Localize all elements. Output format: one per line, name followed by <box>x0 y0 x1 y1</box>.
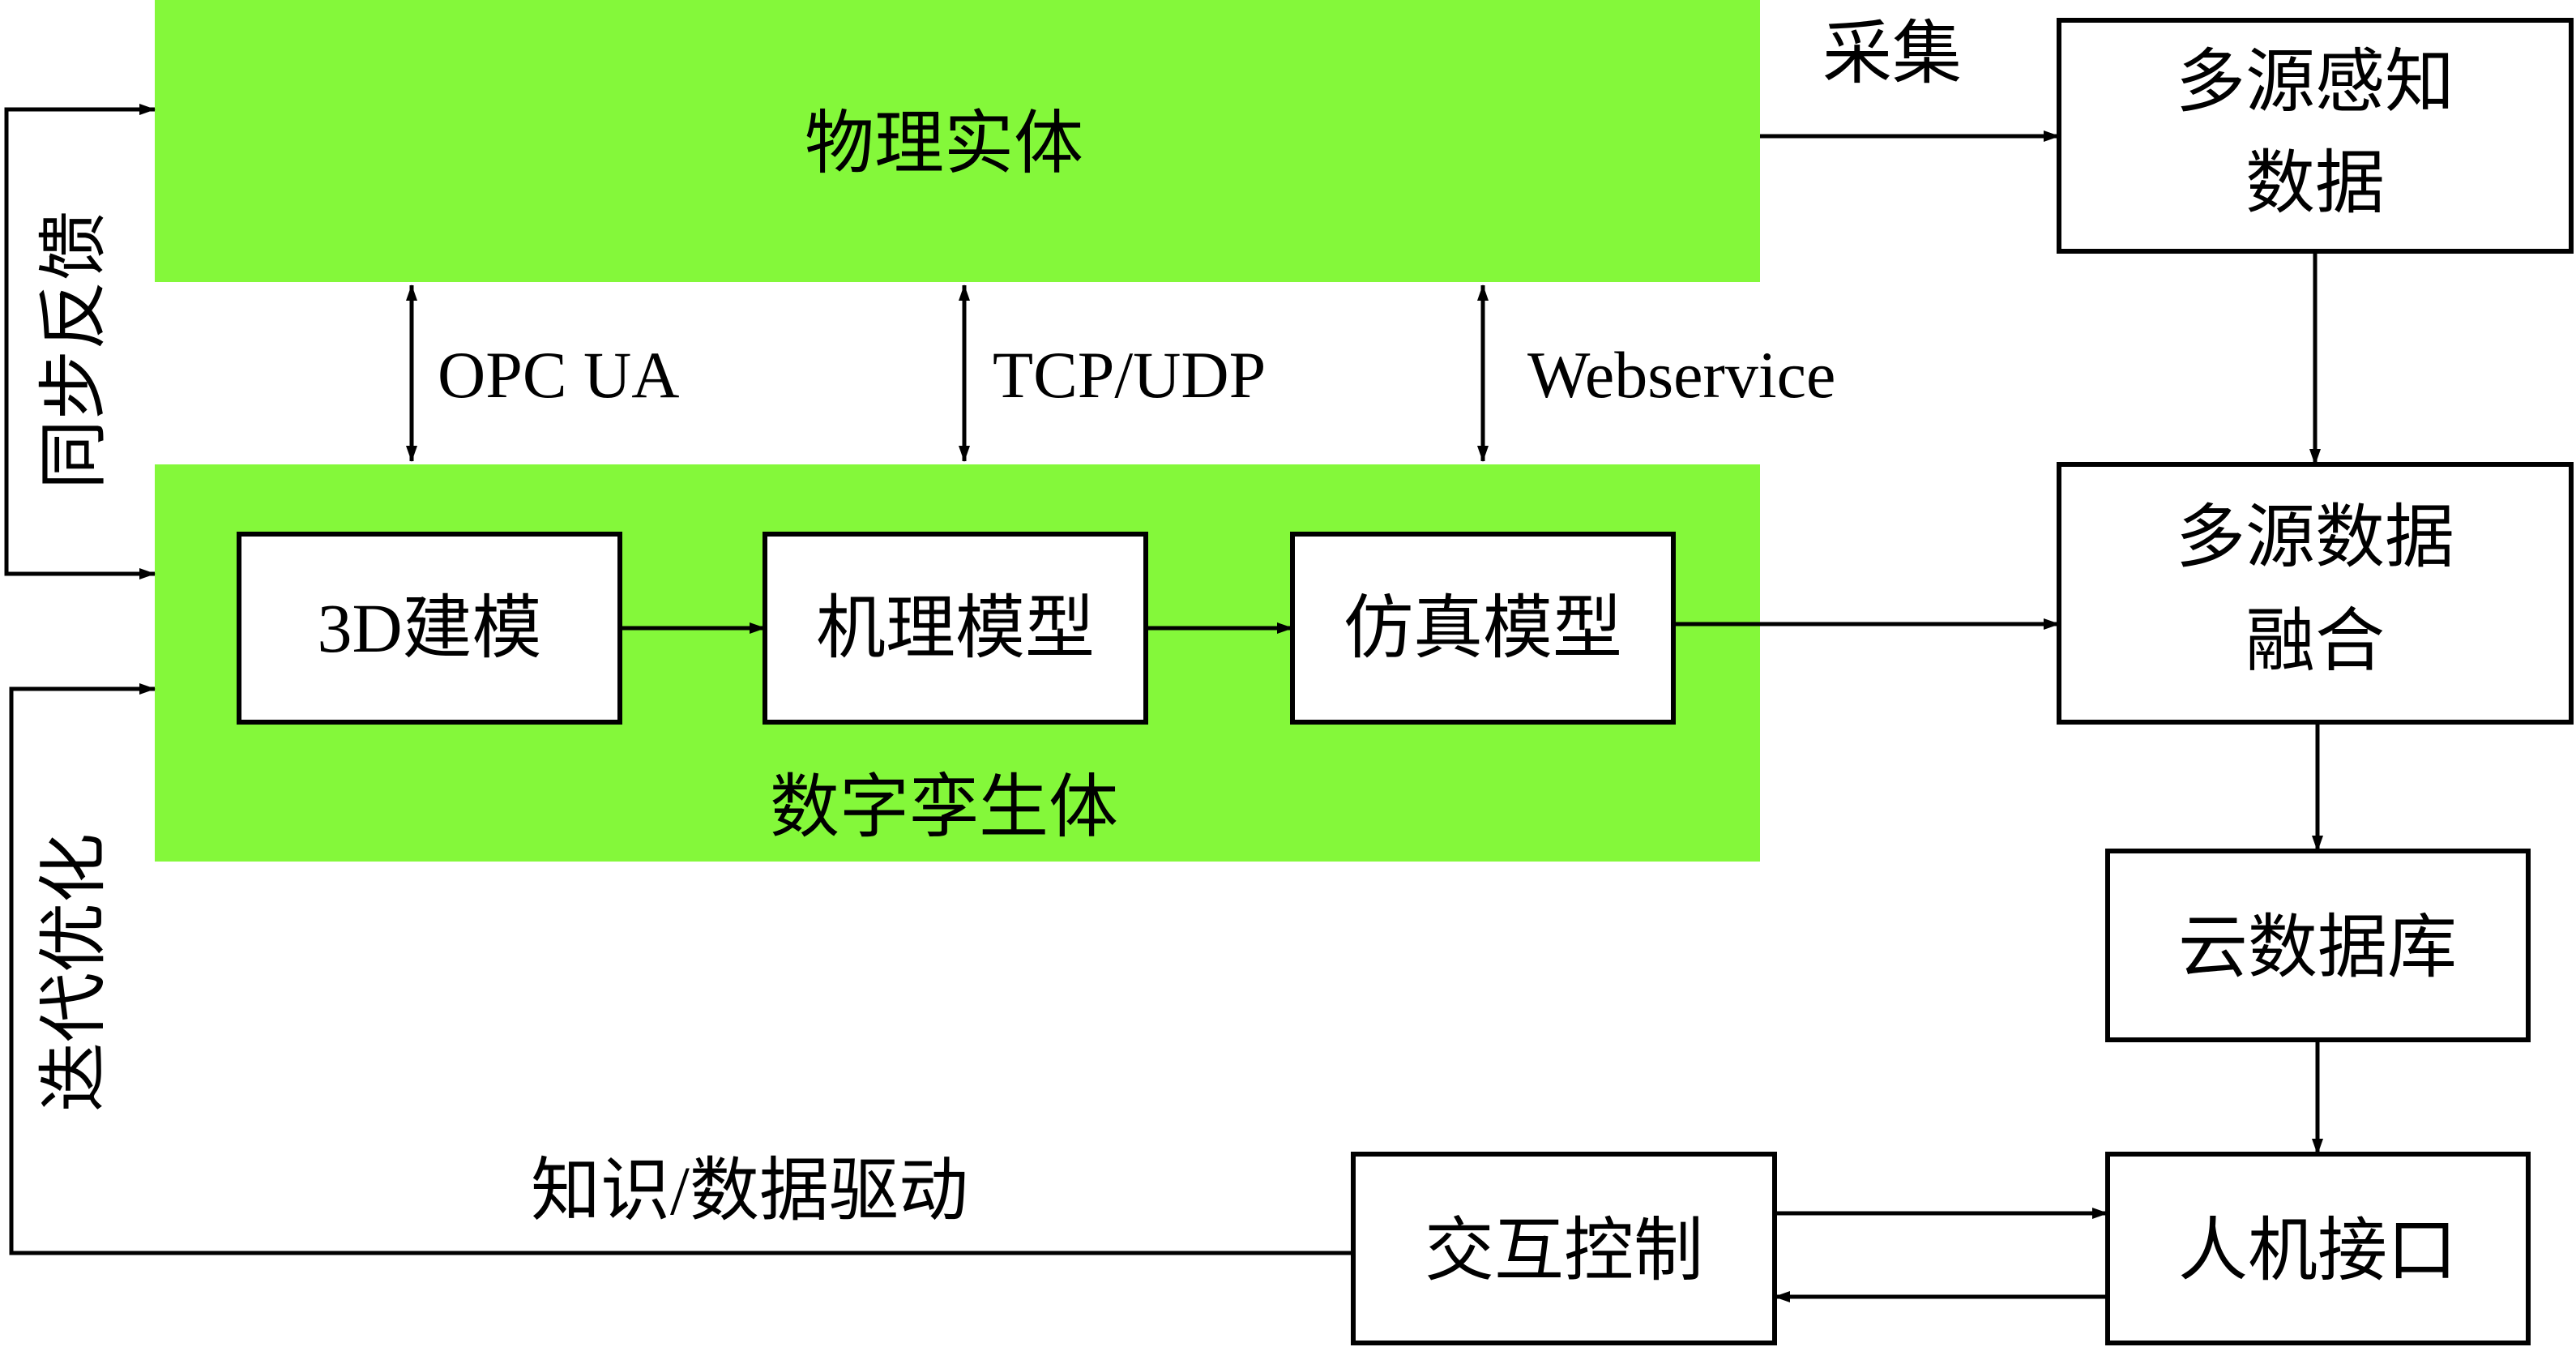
digital-twin-label: 数字孪生体 <box>770 768 1118 846</box>
modeling-3d-box <box>237 532 622 725</box>
sync-feedback-label: 同步反馈 <box>35 211 113 490</box>
mechanism-model-label: 机理模型 <box>816 589 1095 667</box>
simulation-model-label: 仿真模型 <box>1344 589 1622 667</box>
opc-ua-label: OPC UA <box>438 338 679 412</box>
tcp-udp-label: TCP/UDP <box>993 338 1266 412</box>
physical-entity-block <box>155 0 1760 282</box>
interaction-control-label: 交互控制 <box>1425 1212 1703 1289</box>
multi-source-fusion-label-line1: 多源数据 <box>2176 498 2454 576</box>
cloud-database-label: 云数据库 <box>2178 909 2457 986</box>
multi-source-fusion-label-line2: 融合 <box>2245 602 2385 680</box>
hmi-label: 人机接口 <box>2178 1212 2457 1289</box>
collect-label: 采集 <box>1822 15 1962 92</box>
iterative-optimization-loop-line <box>9 683 1353 1255</box>
simulation-model-box <box>1290 532 1676 725</box>
multi-source-perception-label-line1: 多源感知 <box>2176 43 2454 121</box>
multi-source-perception-box <box>2057 18 2574 254</box>
webservice-label: Webservice <box>1527 338 1835 412</box>
multi-source-fusion-box <box>2057 462 2574 725</box>
interaction-control-box <box>1351 1152 1777 1345</box>
iterative-optimization-label: 迭代优化 <box>35 833 113 1112</box>
multi-source-perception-label-line2: 数据 <box>2245 144 2385 222</box>
physical-entity-label: 物理实体 <box>805 105 1083 182</box>
knowledge-data-driven-label: 知识/数据驱动 <box>531 1152 968 1229</box>
modeling-3d-label: 3D建模 <box>317 589 541 667</box>
